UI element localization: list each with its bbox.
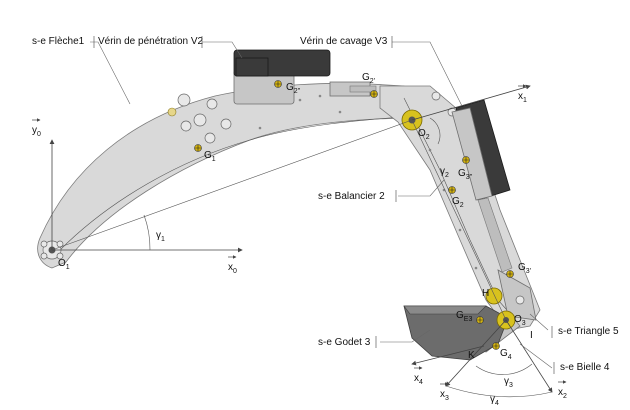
cylinder-v3 [451,99,513,273]
cog-g3-prime [506,270,514,278]
axis-label-y0: y0 [32,118,41,138]
label-triangle: s-e Triangle 5 [558,326,619,337]
cog-g2-double-prime [274,80,282,88]
label-verin-v3: Vérin de cavage V3 [300,36,388,47]
label-godet: s-e Godet 3 [318,337,371,348]
axis-label-x1: x1 [518,84,527,104]
pivot-h [485,287,503,305]
point-o3: O3 [514,314,526,327]
svg-text:y0: y0 [32,125,41,138]
point-k: K [468,350,475,361]
svg-text:x2: x2 [558,387,567,400]
point-i: I [530,330,533,341]
arc-gamma2 [429,117,441,145]
axis-x3 [445,319,507,387]
angle-gamma1: γ1 [156,230,165,243]
cog-ge3 [476,316,484,324]
svg-text:x4: x4 [414,373,423,386]
label-verin-v2: Vérin de pénétration V2 [98,36,204,47]
boom-body [37,82,425,269]
svg-text:x0: x0 [228,262,237,275]
point-g1: G1 [204,150,216,163]
arc-gamma3 [475,363,533,375]
svg-text:x3: x3 [440,389,449,402]
angle-gamma2: γ2 [440,166,449,179]
point-g3-prime: G3' [518,262,531,275]
label-fleche: s-e Flèche1 [32,36,85,47]
point-g3-double-prime: G3'' [458,168,472,181]
point-o2: O2 [418,128,430,141]
point-g4: G4 [500,348,512,361]
arc-gamma4 [445,385,553,398]
axis-x2 [505,319,553,393]
cog-g2 [448,186,456,194]
axis-label-x3: x3 [440,382,449,402]
axis-label-x0: x0 [228,255,237,275]
point-h: H [482,288,489,299]
angle-gamma4: γ4 [490,394,499,407]
cog-g1 [194,144,202,152]
cog-g3-double-prime [462,156,470,164]
cylinder-v2 [233,49,377,105]
svg-text:x1: x1 [518,91,527,104]
point-g2-double-prime: G2'' [286,82,300,95]
point-o1: O1 [58,258,70,271]
point-g2: G2 [452,196,464,209]
axis-x4 [411,345,485,366]
point-g2-prime: G2' [362,72,375,85]
label-balancier: s-e Balancier 2 [318,191,385,202]
cog-g2-prime [370,90,378,98]
cog-g4 [492,342,500,350]
arc-gamma1 [143,214,151,251]
axis-label-x4: x4 [414,366,423,386]
line-o1-o2 [51,119,413,251]
triangle-5 [497,269,537,321]
angle-gamma3: γ3 [504,376,513,389]
point-ge3: GE3 [456,310,472,323]
label-bielle: s-e Bielle 4 [560,362,610,373]
axis-label-x2: x2 [558,380,567,400]
axis-x1 [411,84,531,121]
